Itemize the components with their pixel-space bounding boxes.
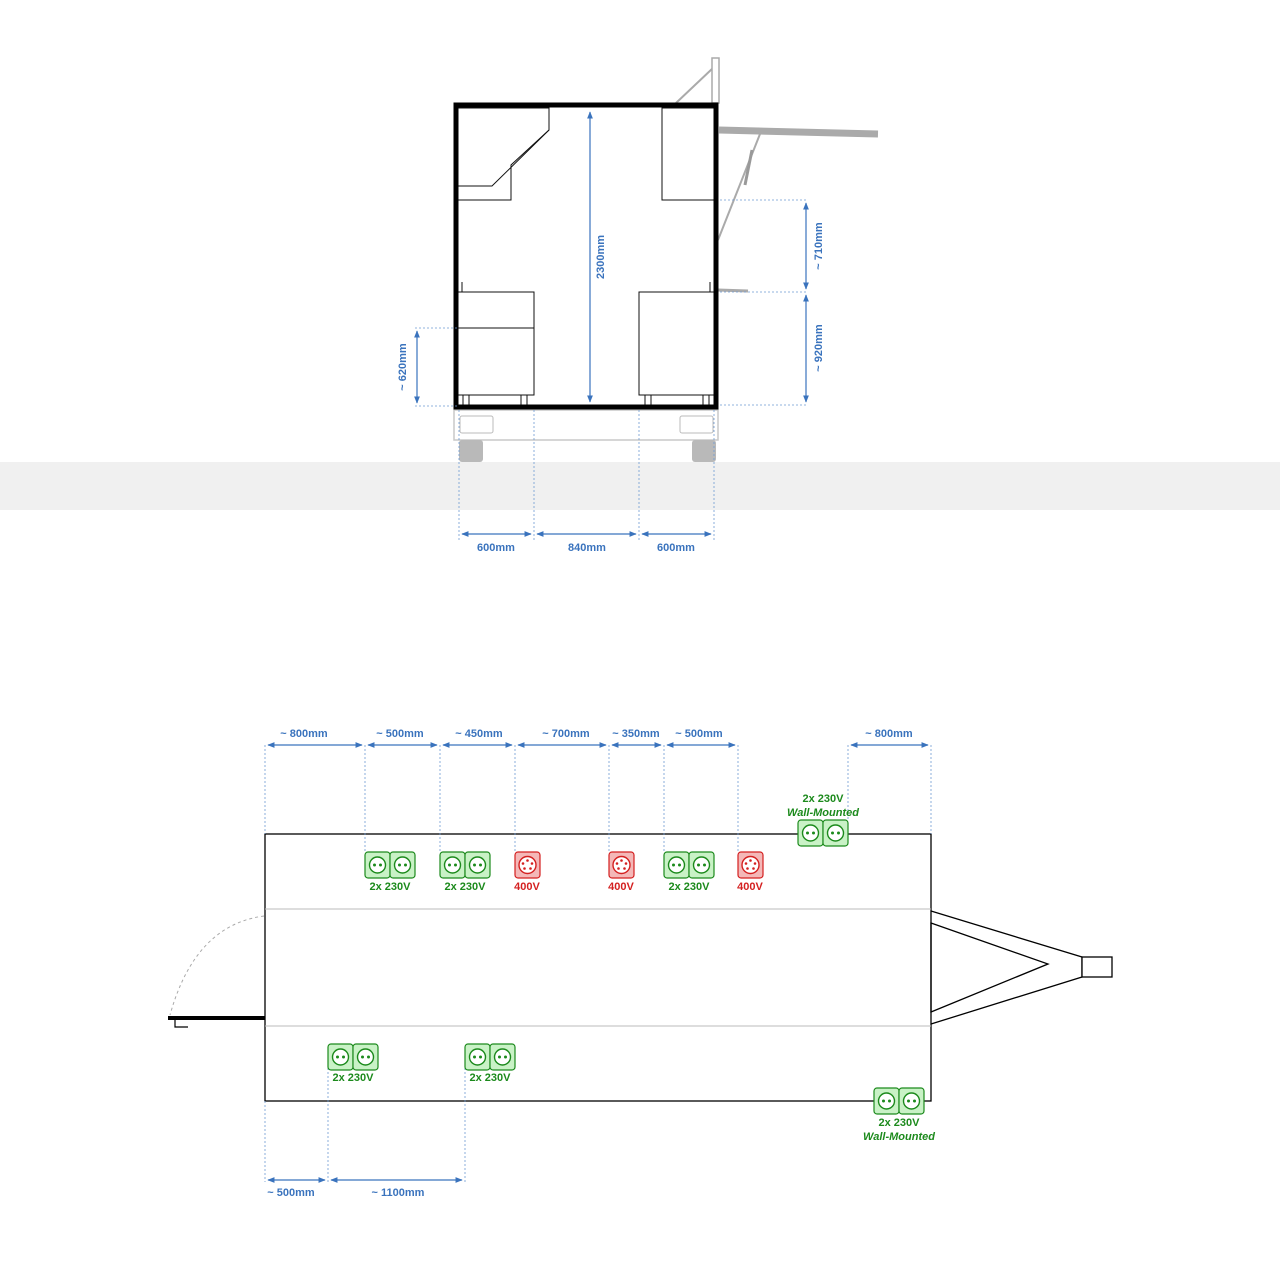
outlet-230v-double — [439, 851, 491, 879]
awning-bracket — [717, 288, 749, 293]
upper-right-cabinet — [661, 107, 715, 201]
top-spacing-label: ~ 350mm — [612, 728, 660, 740]
outlet-label: 2x 230V — [669, 881, 711, 893]
outlet-230v-double — [327, 1043, 379, 1071]
outlet-400v — [737, 851, 764, 879]
top-spacing-label: ~ 500mm — [675, 728, 723, 740]
wall-mounted-label: 2x 230V — [803, 793, 845, 805]
right-light — [679, 415, 714, 434]
bottom-spacing-label: ~ 500mm — [267, 1187, 315, 1199]
counter-height-dimension-label: ~ 620mm — [397, 343, 409, 391]
outlet-label: 400V — [737, 881, 763, 893]
right-width-label: 600mm — [657, 542, 695, 554]
trailer-body-outline — [453, 102, 719, 410]
outlet-label: 2x 230V — [333, 1072, 375, 1084]
left-counter — [457, 291, 535, 396]
awning-lower-dimension-label: ~ 920mm — [813, 324, 825, 372]
outlet-label: 400V — [514, 881, 540, 893]
outlet-400v — [514, 851, 541, 879]
outlet-label: 2x 230V — [445, 881, 487, 893]
ground-band — [0, 462, 1280, 510]
outlet-label: 400V — [608, 881, 634, 893]
wall-mounted-sublabel: Wall-Mounted — [787, 807, 859, 819]
chassis — [453, 409, 719, 441]
left-light — [459, 415, 494, 434]
outlet-230v-double — [464, 1043, 516, 1071]
height-dimension-label: 2300mm — [595, 235, 607, 279]
right-wheel — [692, 440, 716, 462]
door-swing — [169, 915, 265, 1016]
bottom-spacing-label: ~ 1100mm — [372, 1187, 425, 1199]
outlet-230v-double — [663, 851, 715, 879]
outlet-230v-wall-mounted — [797, 819, 849, 847]
hitch — [1081, 956, 1113, 978]
wall-mounted-label: 2x 230V — [879, 1117, 921, 1129]
left-wheel — [459, 440, 483, 462]
outlet-230v-double — [364, 851, 416, 879]
top-spacing-label: ~ 800mm — [280, 728, 328, 740]
top-spacing-label: ~ 450mm — [455, 728, 503, 740]
left-width-label: 600mm — [477, 542, 515, 554]
top-right-spacing-label: ~ 800mm — [865, 728, 913, 740]
outlet-label: 2x 230V — [370, 881, 412, 893]
hatch-flap — [711, 57, 720, 104]
top-spacing-label: ~ 700mm — [542, 728, 590, 740]
front-view: 2300mm ~ 710mm ~ 920mm ~ 620mm 600mm 840… — [0, 57, 1280, 554]
middle-width-label: 840mm — [568, 542, 606, 554]
top-view: ~ 800mm ~ 500mm ~ 450mm ~ 700mm ~ 350mm … — [168, 728, 1113, 1199]
top-spacing-label: ~ 500mm — [376, 728, 424, 740]
outlet-label: 2x 230V — [470, 1072, 512, 1084]
awning-upper-dimension-label: ~ 710mm — [813, 222, 825, 270]
hatch-strut — [675, 67, 714, 104]
drawbar — [930, 910, 1083, 1025]
awning-arm — [718, 126, 879, 138]
outlet-230v-wall-mounted — [873, 1087, 925, 1115]
right-counter — [638, 291, 715, 396]
wall-mounted-sublabel: Wall-Mounted — [863, 1131, 935, 1143]
outlet-400v — [608, 851, 635, 879]
awning-strut — [717, 133, 761, 241]
